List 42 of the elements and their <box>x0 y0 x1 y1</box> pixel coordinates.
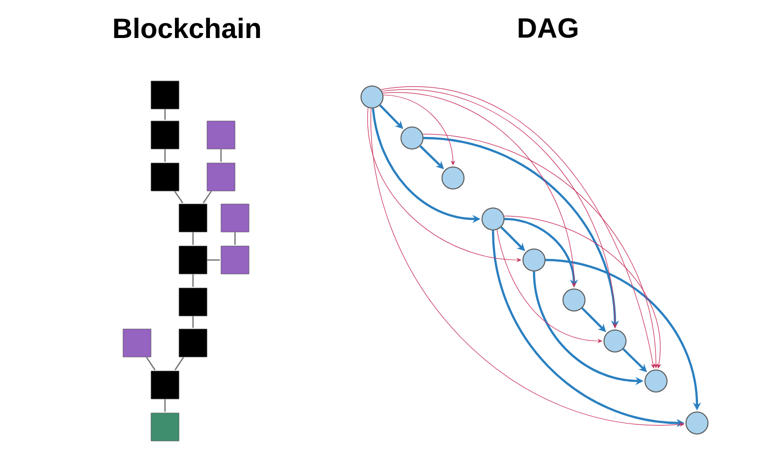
dag-circle <box>604 330 626 352</box>
block-square <box>178 328 208 358</box>
connector-line <box>174 190 184 204</box>
block-square <box>178 246 208 274</box>
connector-line <box>234 232 236 245</box>
block-square <box>178 288 208 316</box>
arrow <box>382 89 618 328</box>
arrow <box>383 94 456 166</box>
block-square <box>122 328 152 358</box>
dag-circle <box>522 248 546 272</box>
dag-circle <box>686 412 708 434</box>
dag-circle <box>644 370 668 392</box>
connector-line <box>164 149 166 162</box>
block-square <box>150 412 180 442</box>
connector-line <box>146 356 156 370</box>
connector-line <box>192 274 194 287</box>
arrow <box>422 134 658 368</box>
dag-circle <box>442 166 464 190</box>
block-square <box>206 120 236 150</box>
arrow <box>382 92 576 288</box>
connector-line <box>202 190 212 204</box>
block-square <box>150 370 180 400</box>
block-square <box>178 204 208 232</box>
heading: DAG <box>518 18 578 38</box>
heading: Blockchain <box>114 18 260 38</box>
block-square <box>150 162 180 192</box>
connector-line <box>207 259 220 261</box>
dag-circle <box>400 126 424 150</box>
connector-line <box>164 109 166 120</box>
connector-line <box>164 399 166 412</box>
dag-circle <box>360 86 384 108</box>
block-square <box>206 162 236 192</box>
connector-line <box>220 149 222 162</box>
dag-circle <box>482 208 504 230</box>
block-square <box>220 246 250 274</box>
block-square <box>220 204 250 232</box>
block-square <box>150 120 180 150</box>
connector-line <box>174 356 184 370</box>
connector-line <box>192 316 194 328</box>
block-square <box>150 80 180 110</box>
connector-line <box>192 232 194 245</box>
dag-circle <box>562 288 586 312</box>
